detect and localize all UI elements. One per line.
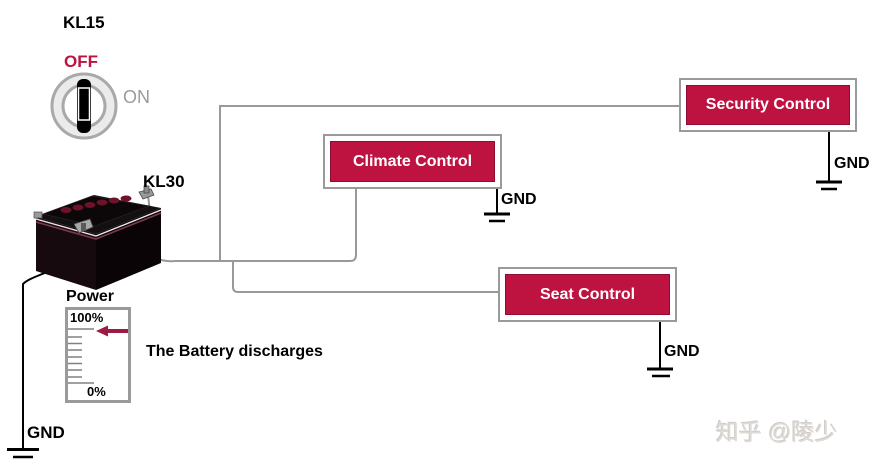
gnd-label-security: GND [834,155,870,172]
ignition-switch-knob[interactable] [50,72,118,140]
climate-control-label: Climate Control [330,141,495,182]
climate-control-module: Climate Control [323,134,502,189]
wire-branch-to-seat-control [232,261,499,293]
gauge-max-label: 100% [70,310,104,325]
gauge-title: Power [66,288,115,305]
wire-battery-to-climate-control [147,189,357,263]
security-control-module: Security Control [679,78,857,132]
battery-image [33,185,162,290]
gnd-label-climate: GND [501,191,537,208]
power-gauge: 100% 0% [65,307,131,403]
gauge-min-label: 0% [87,384,106,399]
security-control-label: Security Control [686,85,850,125]
gnd-label-seat: GND [664,343,700,360]
ignition-off-label: OFF [64,52,98,71]
battery-left-terminal [33,211,43,219]
wire-battery-to-ground [22,266,57,448]
kl15-terminal-label: KL15 [63,13,105,32]
watermark: 知乎 @陵少 [716,419,838,445]
gauge-level-arrow [96,325,128,337]
ground-symbol-climate [484,188,510,223]
ground-symbol-security [816,131,842,191]
ignition-on-label: ON [123,87,150,107]
battery-discharge-caption: The Battery discharges [146,343,323,360]
ground-symbol-seat [647,321,673,378]
seat-control-label: Seat Control [505,274,670,315]
wire-bus-to-security-control [219,105,681,262]
battery-positive-terminal [138,185,155,200]
ignition-key-icon [77,79,91,133]
kl30-terminal-label: KL30 [143,172,185,191]
ground-symbol-battery [7,448,39,459]
battery-front-clamp [73,218,94,234]
battery-cell-caps [60,195,132,213]
seat-control-module: Seat Control [498,267,677,322]
gnd-label-battery: GND [27,423,65,442]
gauge-scale [68,325,128,384]
